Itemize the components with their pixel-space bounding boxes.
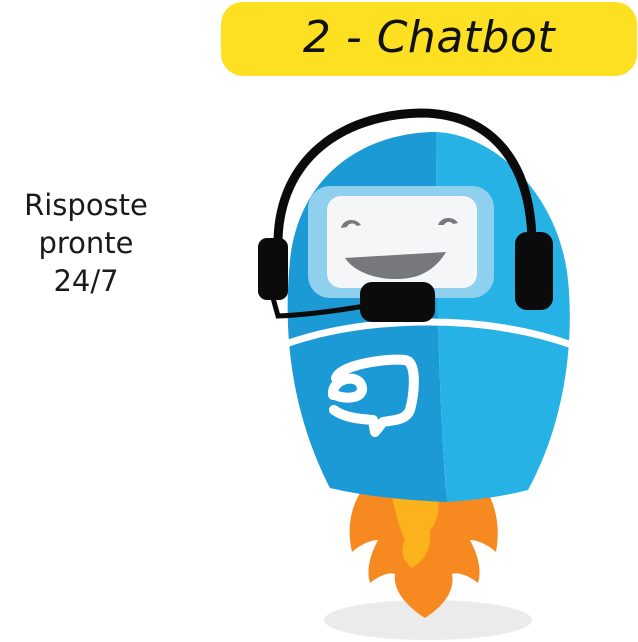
title-banner: 2 - Chatbot (221, 2, 637, 76)
caption-line-2: pronte (38, 226, 134, 260)
body-stripe (281, 318, 574, 349)
headset-band (273, 108, 537, 245)
rocket-flame-icon (349, 493, 498, 618)
caption-line-1: Risposte (24, 188, 148, 222)
mic-arm (270, 297, 366, 319)
page-title: 2 - Chatbot (302, 11, 556, 63)
chat-bubble-logo-icon (328, 354, 419, 437)
caption: Risposte pronte 24/7 (10, 186, 162, 300)
smile-mouth (345, 252, 446, 280)
right-eye-icon (438, 217, 458, 225)
left-earcup-icon (258, 238, 288, 300)
shadow-ellipse (324, 600, 532, 640)
microphone-icon (360, 282, 435, 322)
right-earcup-icon (515, 232, 553, 310)
caption-line-3: 24/7 (53, 264, 119, 298)
left-eye-icon (341, 219, 361, 228)
